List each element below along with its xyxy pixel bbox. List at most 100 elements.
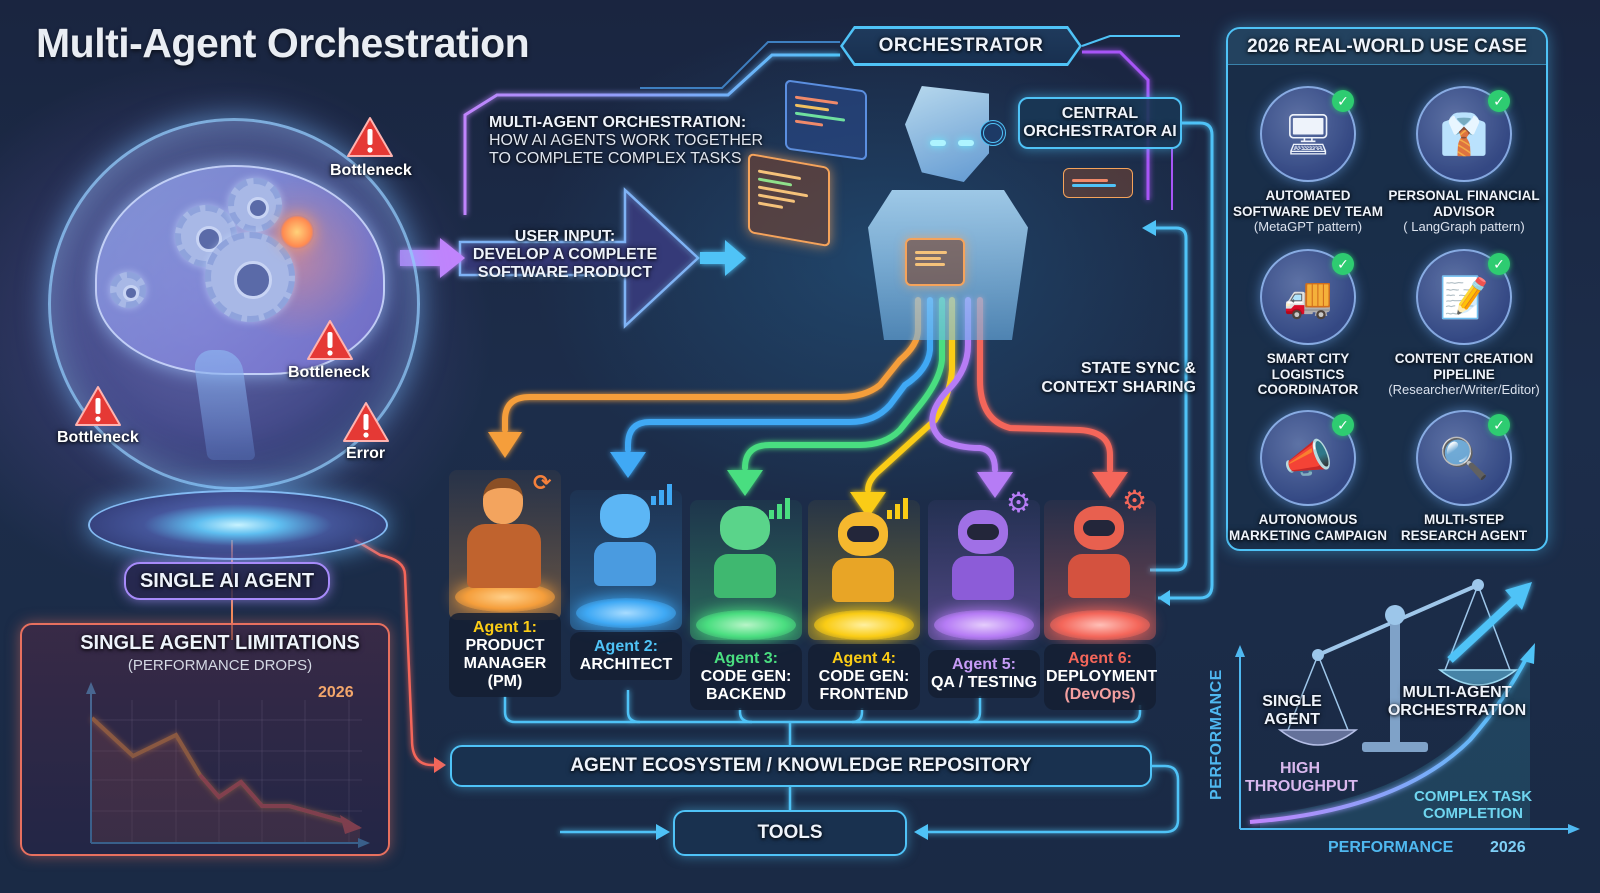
tools-box: TOOLS (673, 810, 907, 856)
error-label: Error (346, 445, 386, 462)
robot-head-icon (600, 494, 650, 538)
robot-eyes (930, 140, 974, 146)
agent-card-frontend[interactable]: Agent 4: CODE GEN: FRONTEND (808, 498, 920, 710)
central-line-1: CENTRAL (1061, 105, 1139, 122)
computer-gears-icon: 🖥✓ (1260, 86, 1356, 182)
use-case-item[interactable]: 🖥✓ AUTOMATED SOFTWARE DEV TEAM (MetaGPT … (1228, 86, 1388, 234)
robot-body-icon (952, 556, 1014, 600)
platform-disc (696, 610, 796, 640)
robot-head-icon (838, 512, 888, 556)
warning-triangle-icon (75, 386, 121, 426)
central-line-2: ORCHESTRATOR AI (1023, 123, 1177, 140)
check-icon: ✓ (1488, 253, 1510, 275)
limitations-year: 2026 (318, 684, 354, 701)
user-input-label: USER INPUT: DEVELOP A COMPLETE SOFTWARE … (470, 228, 660, 282)
agent-card-qa-testing[interactable]: ⚙ Agent 5: QA / TESTING (928, 487, 1040, 698)
use-case-item[interactable]: 🚚✓ SMART CITY LOGISTICS COORDINATOR (1228, 249, 1388, 398)
y-axis-label: PERFORMANCE (1208, 669, 1225, 800)
use-case-item[interactable]: 🔍✓ MULTI-STEP RESEARCH AGENT (1384, 410, 1544, 543)
central-orchestrator-ai-label: CENTRAL ORCHESTRATOR AI (1018, 97, 1182, 149)
agent-label: Agent 3: CODE GEN: BACKEND (690, 644, 802, 710)
city-truck-icon: 🚚✓ (1260, 249, 1356, 345)
user-input-line-2: DEVELOP A COMPLETE (472, 246, 658, 263)
state-sync-line-2: CONTEXT SHARING (1041, 379, 1196, 396)
agent-label: Agent 2: ARCHITECT (570, 632, 682, 680)
platform-disc (814, 610, 914, 640)
page-title: Multi-Agent Orchestration (36, 20, 530, 66)
gear-check-icon: ⚙ (1006, 487, 1032, 518)
gear-icon (110, 272, 146, 308)
robot-body-icon (1068, 554, 1130, 598)
platform-disc (1050, 610, 1150, 640)
warning-label: Bottleneck (330, 162, 412, 179)
use-case-header: 2026 REAL-WORLD USE CASE (1228, 29, 1546, 65)
orchestration-heading: MULTI-AGENT ORCHESTRATION: HOW AI AGENTS… (489, 114, 763, 168)
use-case-item[interactable]: 📝✓ CONTENT CREATION PIPELINE (Researcher… (1384, 249, 1544, 397)
platform-disc (934, 610, 1034, 640)
bar-chart-icon (651, 484, 672, 505)
robot-head-icon (720, 506, 770, 550)
warning-label: Bottleneck (288, 364, 370, 381)
multi-agent-scale-label: MULTI-AGENT ORCHESTRATION (1387, 684, 1527, 719)
code-window-icon (748, 152, 830, 248)
orchestrator-label: ORCHESTRATOR (843, 29, 1079, 63)
hologram-pedestal (88, 490, 388, 560)
code-snippet-icon (1063, 168, 1133, 198)
megaphone-icon: 📣✓ (1260, 410, 1356, 506)
agent-card-backend[interactable]: Agent 3: CODE GEN: BACKEND (690, 498, 802, 710)
use-case-item[interactable]: 👔✓ PERSONAL FINANCIAL ADVISOR ( LangGrap… (1384, 86, 1544, 234)
use-case-item[interactable]: 📣✓ AUTONOMOUS MARKETING CAMPAIGN (1228, 410, 1388, 543)
agent-label: Agent 1: PRODUCT MANAGER (PM) (449, 613, 561, 697)
pm-avatar-body (467, 524, 541, 588)
single-agent-scale-label: SINGLE AGENT (1262, 693, 1322, 728)
heading-line-2: HOW AI AGENTS WORK TOGETHER (489, 132, 764, 149)
x-axis-label: PERFORMANCE (1328, 839, 1454, 856)
check-icon: ✓ (1488, 414, 1510, 436)
agent-label: Agent 6: DEPLOYMENT (DevOps) (1044, 644, 1157, 710)
single-ai-agent-label: SINGLE AI AGENT (124, 562, 330, 600)
robot-ear-icon (980, 120, 1006, 146)
complex-task-label: COMPLEX TASK COMPLETION (1413, 788, 1533, 822)
limitations-title: SINGLE AGENT LIMITATIONS (80, 632, 360, 654)
agent-ecosystem-knowledge-repository: AGENT ECOSYSTEM / KNOWLEDGE REPOSITORY (450, 745, 1152, 787)
limitations-panel (20, 623, 390, 856)
warning-triangle-icon (307, 320, 353, 360)
code-window-icon (785, 79, 867, 161)
pm-avatar-head (483, 478, 523, 524)
warning-triangle-icon (347, 117, 393, 157)
high-throughput-label: HIGH THROUGHPUT (1245, 760, 1358, 795)
agent-card-product-manager[interactable]: ⟳ Agent 1: PRODUCT MANAGER (PM) (449, 470, 561, 697)
bar-chart-icon (769, 498, 790, 519)
document-pencil-icon: 📝✓ (1416, 249, 1512, 345)
gear-icon: ⚙ (1122, 485, 1148, 516)
agent-card-deployment[interactable]: ⚙ Agent 6: DEPLOYMENT (DevOps) (1044, 485, 1157, 710)
state-sync-line-1: STATE SYNC & (1081, 360, 1196, 377)
agent-card-architect[interactable]: Agent 2: ARCHITECT (570, 484, 682, 690)
check-icon: ✓ (1488, 90, 1510, 112)
user-input-line-1: USER INPUT: (514, 228, 616, 245)
check-icon: ✓ (1332, 253, 1354, 275)
refresh-icon: ⟳ (533, 470, 552, 495)
gear-icon (228, 178, 282, 232)
robot-body-icon (594, 542, 656, 586)
hotspot-glow (280, 215, 314, 249)
check-icon: ✓ (1332, 90, 1354, 112)
warning-triangle-icon (343, 402, 389, 442)
orchestrator-robot-head (905, 86, 989, 182)
robot-head-icon (958, 510, 1008, 554)
robot-body-icon (714, 554, 776, 598)
user-input-line-3: SOFTWARE PRODUCT (477, 264, 653, 281)
bar-chart-icon (887, 498, 908, 519)
check-icon: ✓ (1332, 414, 1354, 436)
advisor-laptop-icon: 👔✓ (1416, 86, 1512, 182)
state-sync-label: STATE SYNC & CONTEXT SHARING (1030, 359, 1196, 397)
warning-label: Bottleneck (57, 429, 139, 446)
robot-head-icon (1074, 506, 1124, 550)
tablet-icon (905, 238, 965, 286)
heading-line-3: TO COMPLETE COMPLEX TASKS (489, 150, 742, 167)
agent-label: Agent 5: QA / TESTING (928, 650, 1040, 698)
magnifier-icon: 🔍✓ (1416, 410, 1512, 506)
platform-disc (576, 598, 676, 628)
agent-label: Agent 4: CODE GEN: FRONTEND (808, 644, 920, 710)
year-label: 2026 (1490, 839, 1526, 856)
